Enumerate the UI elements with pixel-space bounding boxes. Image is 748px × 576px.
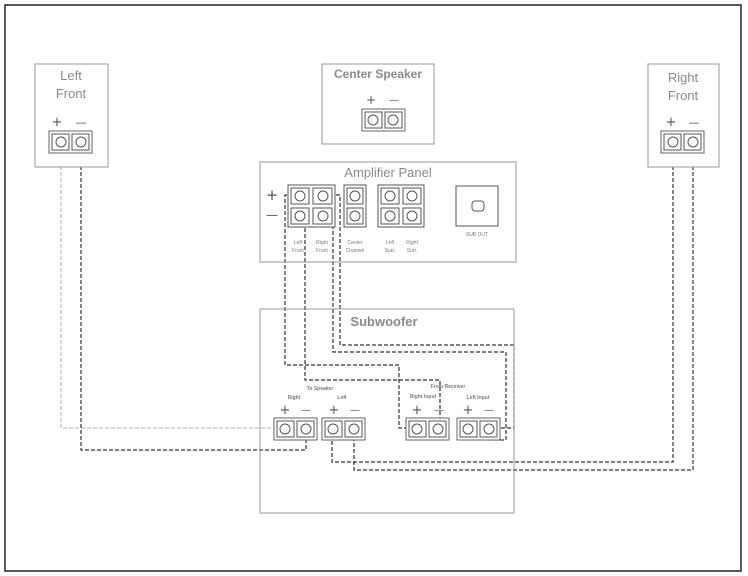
- sub-ts-right-minus: —: [301, 405, 311, 416]
- amp-center-label-1: Center: [347, 240, 362, 246]
- amp-right-surr-label-2: Surr.: [407, 248, 418, 254]
- center-speaker-label: Center Speaker: [334, 67, 422, 81]
- amp-right-surr-label-1: Right: [406, 240, 418, 246]
- subwoofer: Subwoofer To Speaker Right Left From Rec…: [259, 308, 515, 514]
- amp-left-surr-label-2: Surr.: [385, 248, 396, 254]
- sub-li-plus: +: [463, 403, 474, 418]
- sub-right-label: Right: [288, 395, 301, 401]
- sub-li-minus: —: [484, 405, 494, 416]
- left-front-label-line1: Left: [60, 68, 82, 83]
- sub-left-label: Left: [337, 395, 347, 401]
- wire-right-front-minus: [353, 142, 694, 471]
- amp-minus-sign: —: [266, 208, 278, 222]
- sub-ts-left-minus: —: [350, 405, 360, 416]
- amp-plus-sign: +: [266, 186, 279, 204]
- amp-left-surr-label-1: Left: [386, 240, 395, 246]
- right-front-label-line2: Front: [668, 88, 699, 103]
- sub-ts-left-plus: +: [329, 403, 340, 418]
- sub-to-speaker-label: To Speaker: [307, 386, 334, 392]
- left-front-speaker: Left Front + —: [34, 63, 109, 168]
- wire-right-front-plus: [331, 142, 674, 463]
- wire-amp-rf-plus: [324, 194, 515, 429]
- amp-right-front-label-2: Front: [316, 248, 328, 254]
- left-front-label-line2: Front: [56, 86, 87, 101]
- amp-center-label-2: Channel: [346, 248, 365, 254]
- right-front-plus: +: [666, 115, 677, 130]
- wire-left-front-plus: [60, 142, 284, 429]
- amplifier-panel: Amplifier Panel + — SUB OUT L: [259, 161, 517, 263]
- right-front-speaker: Right Front + —: [647, 63, 720, 168]
- sub-ts-right-plus: +: [280, 403, 291, 418]
- sub-right-input-label: Right Input: [410, 394, 437, 400]
- center-speaker: Center Speaker + —: [321, 63, 435, 145]
- subwoofer-title: Subwoofer: [350, 314, 417, 329]
- sub-ri-plus: +: [412, 403, 423, 418]
- center-speaker-plus: +: [366, 93, 376, 107]
- sub-ri-minus: —: [434, 405, 444, 416]
- amp-left-front-label-2: Front: [292, 248, 304, 254]
- sub-left-input-label: Left Input: [467, 395, 490, 401]
- amplifier-panel-title: Amplifier Panel: [344, 165, 432, 180]
- right-front-minus: —: [689, 116, 700, 129]
- amp-right-front-label-1: Right: [316, 240, 328, 246]
- amp-left-front-label-1: Left: [294, 240, 303, 246]
- sub-from-receiver-label: From Receiver: [431, 384, 466, 390]
- left-front-minus: —: [76, 116, 87, 129]
- left-front-plus: +: [52, 115, 63, 130]
- amp-sub-out-label: SUB OUT: [466, 232, 488, 238]
- wire-amp-lf-plus: [284, 194, 411, 429]
- right-front-label-line1: Right: [668, 70, 699, 85]
- center-speaker-minus: —: [389, 95, 399, 106]
